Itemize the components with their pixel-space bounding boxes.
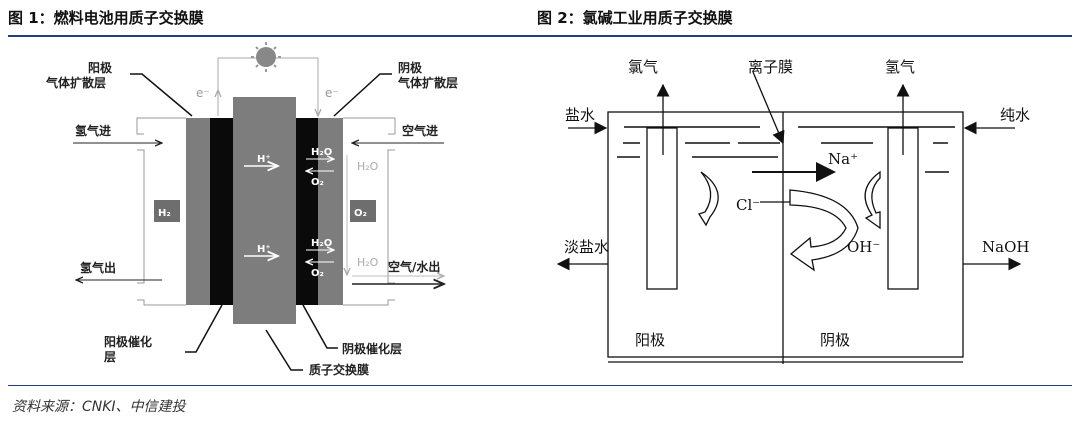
- diagram-label: 阳极: [88, 60, 113, 75]
- source-note: 资料来源：CNKI、中信建投: [12, 399, 186, 415]
- diagram-label: Na⁺: [828, 150, 858, 168]
- diagram-label: 气体扩散层: [45, 75, 106, 90]
- circulation-arrow: [698, 171, 719, 227]
- diagram-label: 层: [104, 350, 116, 364]
- diagram-label: 阴极催化层: [342, 341, 402, 356]
- proton-exchange-membrane: [233, 97, 296, 324]
- diagram-label: H₂O: [311, 238, 332, 249]
- diagram-label: 空气进: [402, 123, 438, 138]
- diagram-label: 离子膜: [748, 58, 793, 76]
- reaction-upper: H⁺ H₂O O₂ H₂O: [244, 147, 379, 188]
- electron-label: e⁻: [325, 86, 339, 100]
- reaction-lower: H⁺ H₂O O₂ H₂O: [244, 238, 379, 279]
- electron-label: e⁻: [196, 86, 210, 100]
- diagram-label: H⁺: [257, 244, 271, 255]
- diagram-label: H₂O: [311, 147, 332, 158]
- diagram-label: O₂: [311, 268, 324, 279]
- diagram-label: 气体扩散层: [397, 75, 458, 90]
- diagram-label: 氢气出: [80, 260, 116, 275]
- header-rule: [8, 35, 1072, 37]
- figure2-title: 图 2：氯碱工业用质子交换膜: [537, 9, 733, 27]
- diagram-label: H₂O: [357, 160, 379, 173]
- diagram-label: 阴极: [398, 60, 423, 75]
- fuel-cell-diagram: e⁻ e⁻ H₂ O₂ H⁺ H₂O O₂ H₂O H⁺ H₂O O₂ H₂O …: [45, 42, 458, 377]
- footer-rule: [8, 385, 1072, 386]
- diagram-label: Cl⁻: [736, 196, 760, 214]
- sun-icon: [251, 42, 281, 72]
- diagram-label: 阴极: [820, 331, 850, 349]
- diagram-label: 纯水: [1000, 106, 1030, 124]
- chlor-alkali-diagram: [556, 71, 1022, 364]
- diagram-label: 氢气进: [75, 123, 111, 138]
- cathode-catalyst-layer: [296, 118, 318, 305]
- diagram-label: 淡盐水: [564, 238, 609, 256]
- cathode-gas-diffusion-layer: [318, 118, 343, 305]
- diagram-label: OH⁻: [847, 238, 880, 256]
- diagram-label: H⁺: [257, 154, 271, 165]
- diagram-label: 阳极催化: [104, 334, 152, 349]
- hydroxide-arrow: [789, 189, 859, 272]
- diagram-label: 空气/水出: [388, 259, 440, 274]
- diagram-label: 质子交换膜: [309, 362, 369, 377]
- anode-gas-diffusion-layer: [186, 118, 210, 305]
- diagram-label: 氯气: [628, 58, 658, 76]
- diagram-label: O₂: [354, 208, 367, 219]
- circulation-arrow: [864, 170, 881, 230]
- anode-catalyst-layer: [210, 118, 233, 305]
- diagram-label: NaOH: [982, 238, 1029, 256]
- diagram-label: O₂: [311, 177, 324, 188]
- diagram-label: 盐水: [565, 106, 595, 124]
- diagram-label: 氢气: [885, 58, 915, 76]
- diagram-label: H₂: [158, 208, 171, 219]
- diagram-label: 阳极: [635, 331, 665, 349]
- diagram-label: H₂O: [357, 256, 379, 269]
- figure1-title: 图 1：燃料电池用质子交换膜: [8, 9, 204, 27]
- anode-electrode: [646, 127, 678, 290]
- chlor-alkali-labels: 氯气 离子膜 氢气 盐水 纯水 Na⁺ Cl⁻ OH⁻ 淡盐水 NaOH 阳极 …: [564, 58, 1030, 349]
